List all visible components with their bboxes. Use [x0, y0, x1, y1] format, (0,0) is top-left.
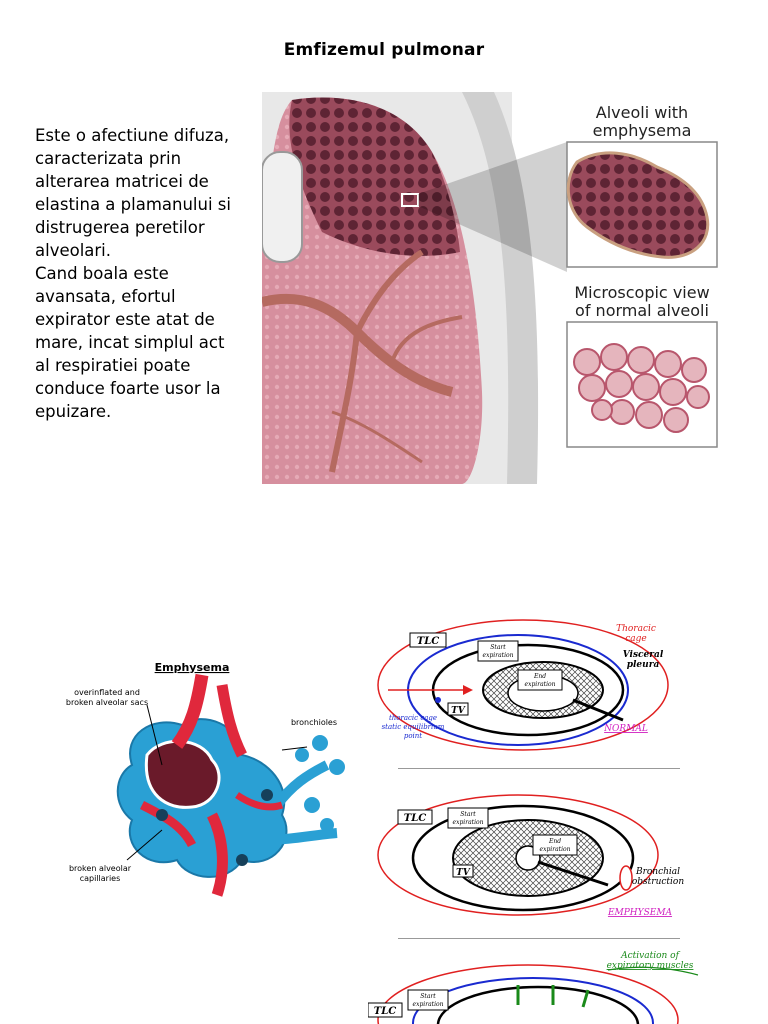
- page-title: Emfizemul pulmonar: [283, 40, 485, 60]
- end-line2-2: expiration: [540, 846, 571, 853]
- label-emphysema-line1: Alveoli with: [596, 103, 688, 122]
- separator-2: [398, 938, 680, 939]
- obstruction-line2: obstruction: [632, 877, 684, 887]
- label-normal-line2: of normal alveoli: [575, 301, 709, 320]
- equilibrium-line1: thoracic cage: [389, 714, 437, 722]
- paragraph-definition: Este o afectiune difuza, caracterizata p…: [35, 126, 231, 260]
- activation-line1: Activation of: [620, 951, 680, 961]
- label-sacs-line1: overinflated and: [74, 688, 140, 697]
- emphysema-mechanics-diagram: TLC TV Start expiration End expiration B…: [368, 790, 693, 925]
- normal-caption: NORMAL: [603, 724, 648, 734]
- equilibrium-line3: point: [404, 732, 422, 740]
- separator-1: [398, 768, 680, 769]
- paragraph-advanced-disease: Cand boala este avansata, efortul expira…: [35, 264, 225, 421]
- label-bronchioles: bronchioles: [291, 718, 337, 727]
- label-emphysema-line2: emphysema: [593, 121, 692, 140]
- tv-label: TV: [451, 706, 466, 716]
- emphysema-caption: EMPHYSEMA: [607, 908, 673, 918]
- start-line2-2: expiration: [453, 819, 484, 826]
- normal-mechanics-diagram: TLC TV Start expiration End expiration T…: [368, 615, 693, 765]
- thoracic-line1: Thoracic: [616, 624, 656, 634]
- label-sacs-line2: broken alveolar sacs: [66, 698, 148, 707]
- emphysema-schematic: Emphysema overinflated and broken alveol…: [52, 655, 352, 920]
- end-line2: expiration: [525, 681, 556, 688]
- start-line1-2: Start: [460, 811, 476, 818]
- start-line1-3: Start: [420, 993, 436, 1000]
- label-capillaries-line2: capillaries: [80, 874, 121, 883]
- tlc-label-3: TLC: [374, 1006, 396, 1017]
- expiratory-muscles-diagram: TLC Start expiration Activation of expir…: [368, 945, 708, 1024]
- tlc-label-2: TLC: [404, 813, 426, 824]
- end-line1: End: [533, 673, 546, 680]
- label-capillaries-line1: broken alveolar: [69, 864, 132, 873]
- obstruction-line1: Bronchial: [635, 867, 680, 877]
- body-text: Este o afectiune difuza, caracterizata p…: [35, 124, 235, 423]
- tv-label-2: TV: [456, 868, 471, 878]
- start-line1: Start: [490, 644, 506, 651]
- tlc-label: TLC: [417, 636, 439, 647]
- visceral-line1: Visceral: [623, 650, 664, 660]
- equilibrium-line2: static equilibrium: [382, 723, 445, 731]
- start-line2-3: expiration: [413, 1001, 444, 1008]
- end-line1-2: End: [548, 838, 561, 845]
- activation-line2: expiratory muscles: [607, 961, 694, 971]
- schematic-title: Emphysema: [155, 661, 230, 674]
- thoracic-line2: cage: [625, 634, 647, 644]
- start-line2: expiration: [483, 652, 514, 659]
- visceral-line2: pleura: [627, 660, 660, 670]
- lung-illustration: Alveoli with emphysema Microscopic view …: [262, 92, 752, 484]
- label-normal-line1: Microscopic view: [574, 283, 709, 302]
